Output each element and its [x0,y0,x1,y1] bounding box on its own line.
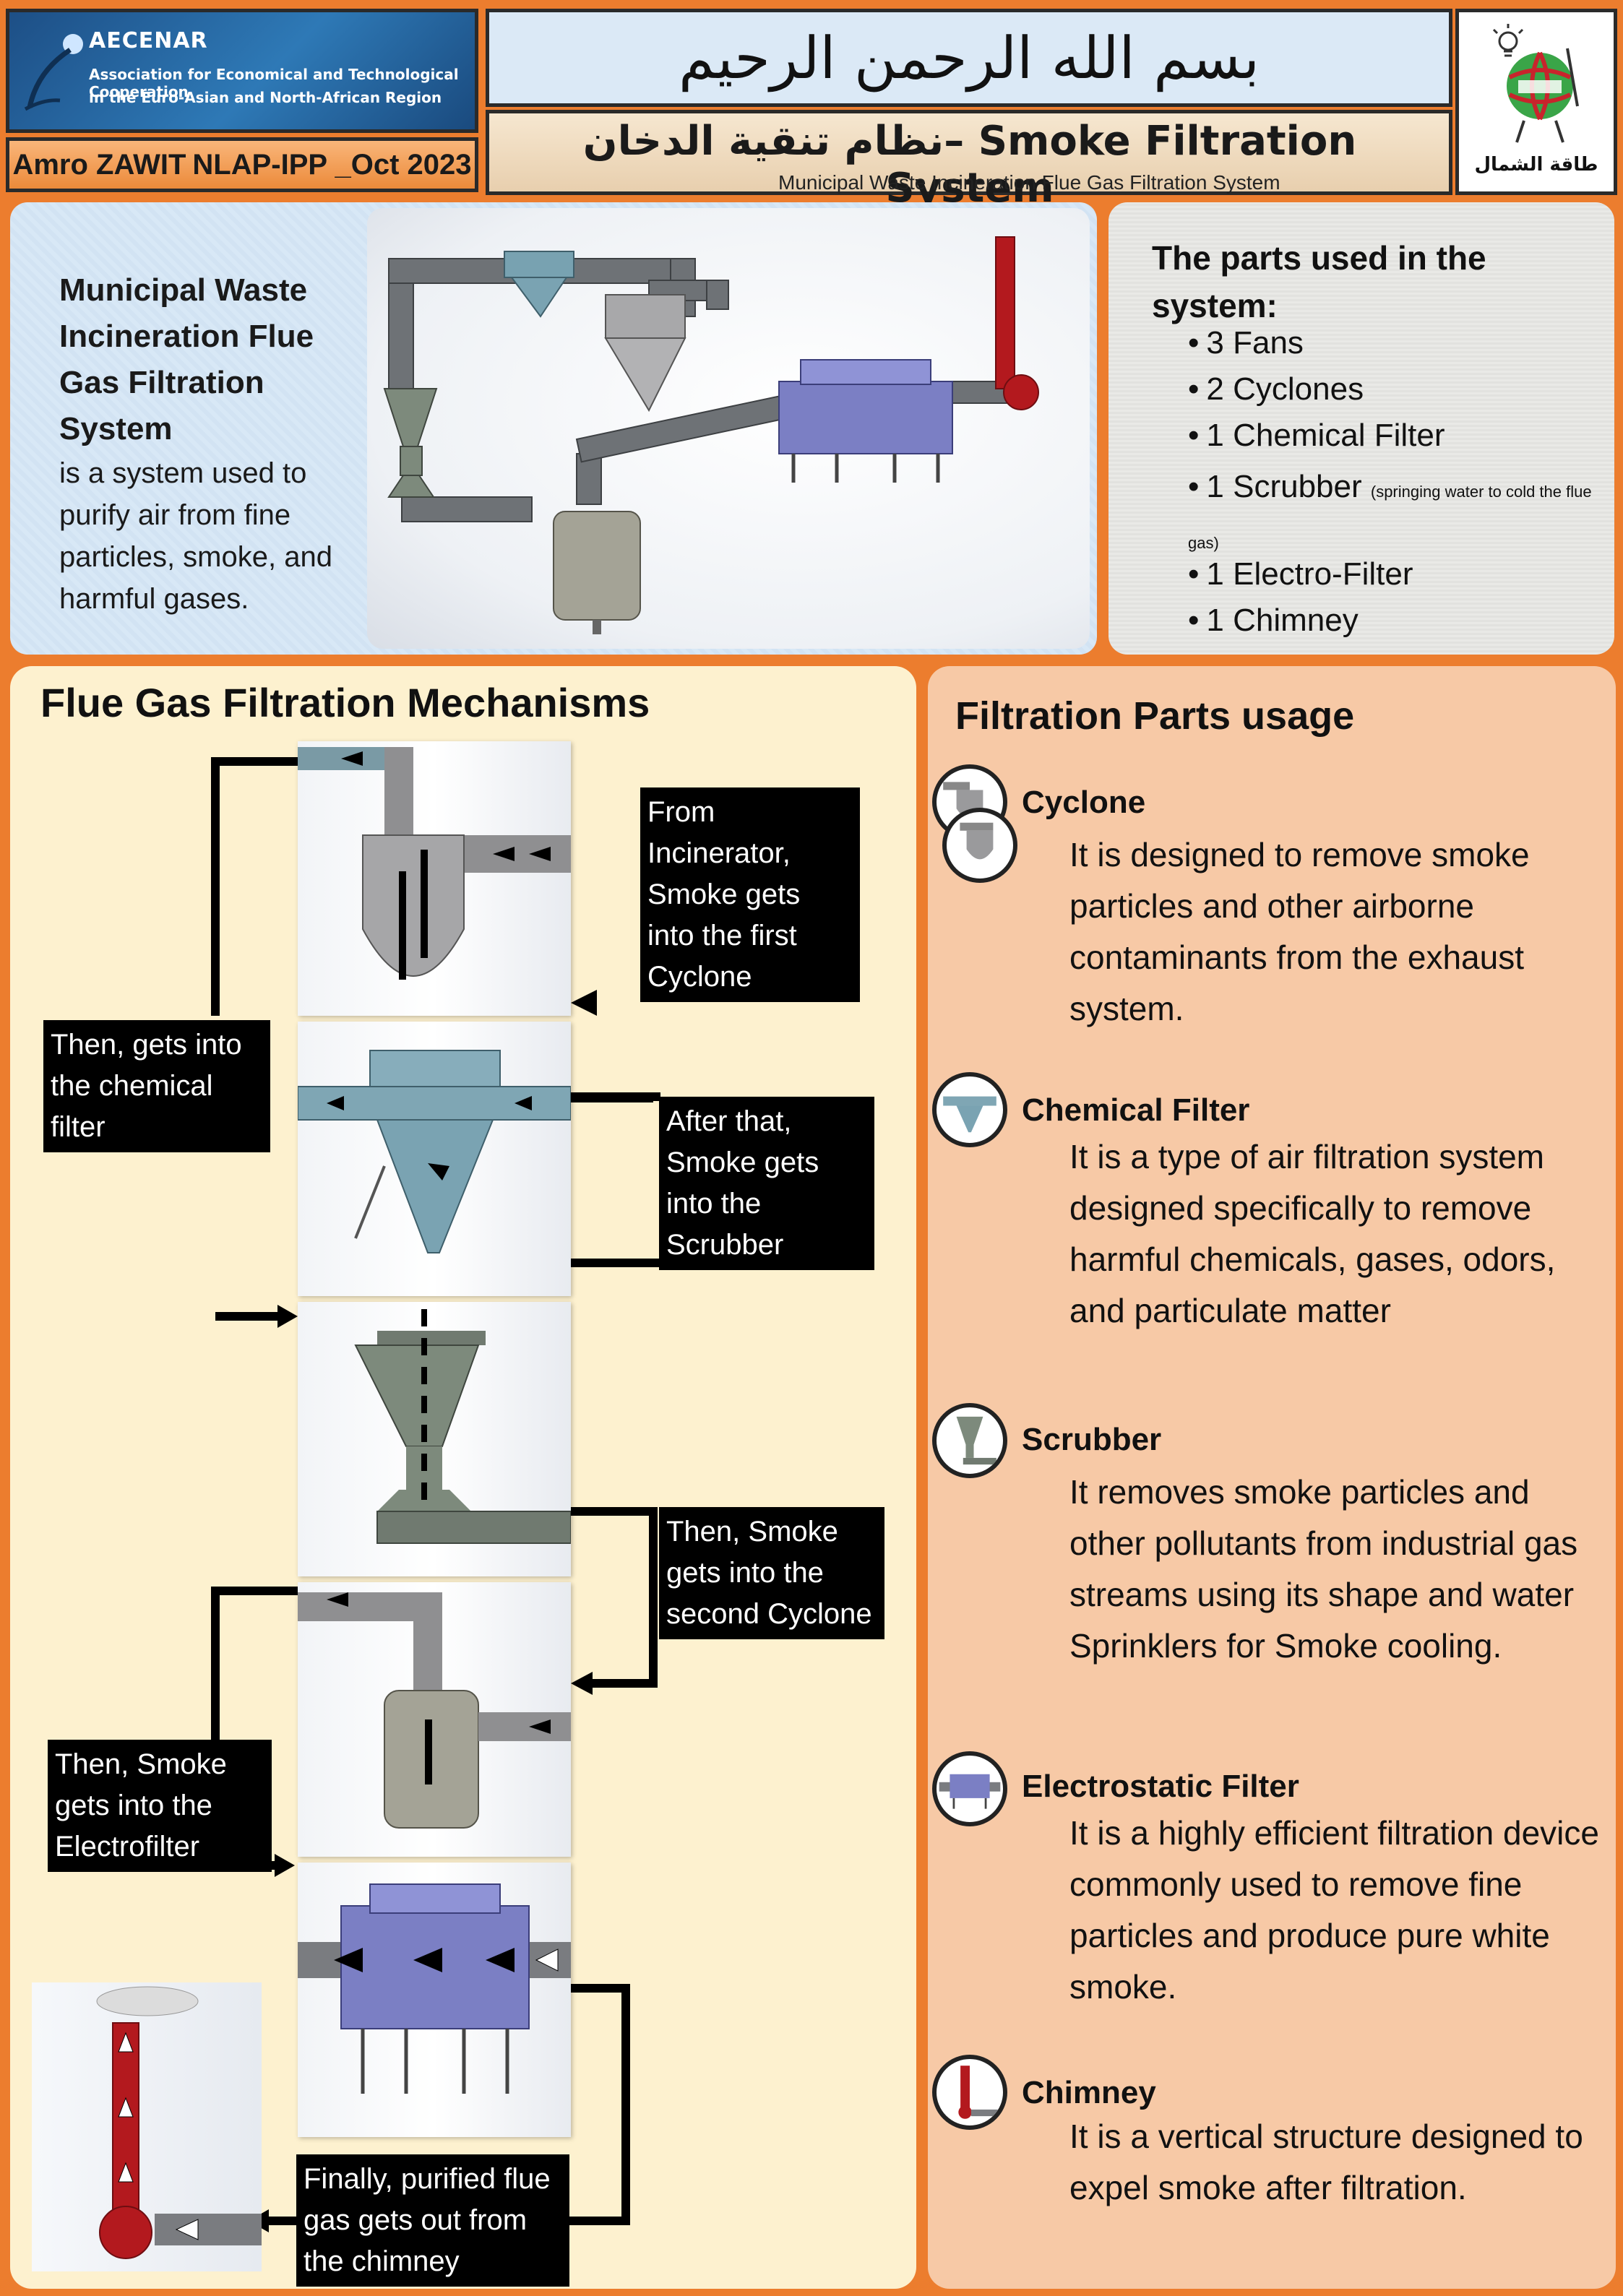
usage-desc-scrubber: It removes smoke particles and other pol… [1069,1473,1578,1665]
part-item: •3 Fans [1188,325,1304,361]
filtration-system-diagram [383,236,1039,634]
mechanisms-panel: Flue Gas Filtration Mechanisms [10,666,916,2289]
chimney-image [32,1982,262,2271]
aecenar-logo-icon [24,34,83,111]
usage-title-scrubber: Scrubber [1022,1422,1162,1457]
chimney-icon [932,2055,1007,2130]
intro-panel: Municipal Waste Incineration Flue Gas Fi… [10,202,1097,655]
part-item: •2 Cyclones [1188,371,1364,407]
electrofilter-image [298,1863,571,2137]
usage-title-cyclone: Cyclone [1022,785,1146,820]
chemical-filter-icon [932,1072,1007,1147]
author-name: Amro ZAWIT [12,148,186,181]
bullet-icon: • [1188,371,1200,407]
usage-panel: Filtration Parts usage Cyclone It is des… [928,666,1616,2289]
scrubber-icon [932,1403,1007,1478]
system-3d-render [367,208,1090,649]
title-banner: نظام تنقية الدخان– Smoke Filtration Syst… [486,110,1452,212]
basmala-banner: بسم الله الرحمن الرحيم [486,9,1452,107]
bullet-icon: • [1188,556,1200,592]
electrostatic-filter-icon [932,1751,1007,1826]
chemical-filter-image [298,1022,571,1296]
bullet-icon: • [1188,325,1200,361]
usage-desc-chimney: It is a vertical structure designed to e… [1069,2118,1583,2206]
page-subtitle: Municipal Waste Incineration Flue Gas Fi… [778,171,1280,194]
step-4-box: Then, Smoke gets into the second Cyclone [659,1507,884,1639]
org-description-line2: in the Euro-Asian and North-African Regi… [89,89,442,106]
basmala-text: بسم الله الرحمن الرحيم [678,24,1260,92]
intro-heading: Municipal Waste Incineration Flue Gas Fi… [59,272,314,446]
cyclone-icon [942,808,1017,883]
partner-label: طاقة الشمال [1474,154,1598,176]
cyclone-2-image [298,1582,571,1857]
electrofilter-diagram [298,1883,571,2094]
step-1-box: From Incinerator, Smoke gets into the fi… [640,787,860,1002]
scrubber-diagram [354,1309,571,1544]
project-code: NLAP-IPP _Oct 2023 [192,148,472,181]
chemical-filter-diagram [298,1050,571,1253]
bullet-icon: • [1188,469,1200,504]
part-item: •1 Chimney [1188,603,1359,638]
parts-heading: The parts used in the system: [1152,239,1486,324]
page-title: نظام تنقية الدخان– Smoke Filtration Syst… [582,118,1357,212]
cyclone-2-diagram [298,1592,571,1829]
cyclone-icon [932,764,1007,840]
usage-desc-electrostatic-filter: It is a highly efficient filtration devi… [1069,1814,1599,2006]
part-item: •1 Chemical Filter [1188,418,1445,453]
step-6-box: Finally, purified flue gas gets out from… [296,2154,569,2287]
part-item: •1 Scrubber (springing water to cold the… [1188,469,1592,552]
mechanisms-heading: Flue Gas Filtration Mechanisms [40,680,650,725]
part-item: •1 Electro-Filter [1188,556,1413,592]
intro-text: is a system used to purify air from fine… [59,457,332,615]
bullet-icon: • [1188,418,1200,453]
cyclone-1-diagram [298,747,571,980]
usage-title-electrostatic-filter: Electrostatic Filter [1022,1769,1299,1804]
cyclone-1-image [298,741,571,1016]
author-banner: Amro ZAWIT NLAP-IPP _Oct 2023 [6,137,478,192]
globe-lightbulb-logo-icon [1492,24,1579,143]
parts-panel: The parts used in the system: •3 Fans •2… [1108,202,1614,655]
part-note: (springing water to cold the flue gas) [1188,483,1592,552]
org-logo-banner: AECENAR Association for Economical and T… [6,9,478,133]
org-name: AECENAR [89,28,208,53]
usage-title-chimney: Chimney [1022,2075,1156,2110]
usage-heading: Filtration Parts usage [955,694,1355,738]
usage-desc-cyclone: It is designed to remove smoke particles… [1069,836,1530,1027]
scrubber-image [298,1302,571,1576]
usage-title-chemical-filter: Chemical Filter [1022,1092,1250,1128]
step-2-box: Then, gets into the chemical filter [43,1020,270,1152]
step-5-box: Then, Smoke gets into the Electrofilter [48,1740,272,1872]
org-description-line1: Association for Economical and Technolog… [89,66,459,100]
bullet-icon: • [1188,603,1200,638]
step-3-box: After that, Smoke gets into the Scrubber [659,1097,874,1270]
usage-desc-chemical-filter: It is a type of air filtration system de… [1069,1138,1556,1329]
partner-logo-box: طاقة الشمال [1455,9,1617,195]
chimney-diagram [96,1986,262,2259]
